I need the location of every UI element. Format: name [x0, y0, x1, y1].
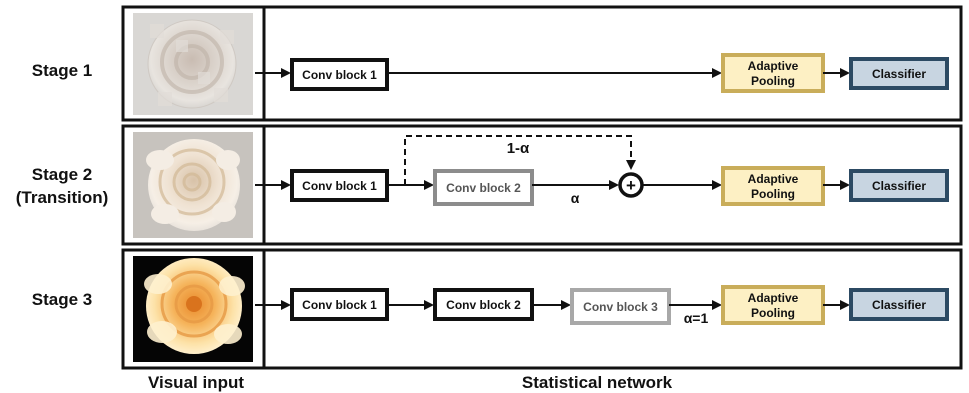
- s3-classifier-label: Classifier: [872, 298, 926, 312]
- s2-conv-block-2: Conv block 2: [433, 169, 534, 206]
- s3-adaptive-pooling-block: Adaptive Pooling: [721, 285, 825, 325]
- s3-conv-block-1-label: Conv block 1: [302, 298, 377, 312]
- s2-conv-block-1: Conv block 1: [290, 169, 389, 202]
- stage-3-panel: [121, 248, 963, 370]
- s1-conv-block-1: Conv block 1: [290, 58, 389, 91]
- s1-adaptive-pooling-block: Adaptive Pooling: [721, 53, 825, 93]
- s2-pooling-label-line-2: Pooling: [751, 187, 795, 201]
- stage-1-rose-image: [133, 13, 253, 115]
- s3-conv-block-3: Conv block 3: [570, 288, 671, 325]
- stage-1-label: Stage 1: [32, 61, 92, 80]
- sum-plus-symbol: +: [626, 176, 636, 195]
- stage-2-rose-image: [133, 132, 253, 238]
- stage-2-label: Stage 2 (Transition): [16, 165, 109, 207]
- s2-pooling-label-line-1: Adaptive: [748, 172, 799, 186]
- stage-3-label-line-1: Stage 3: [32, 290, 92, 309]
- s3-conv-block-2: Conv block 2: [433, 288, 534, 321]
- alpha-label: α: [571, 190, 580, 206]
- stage-2-label-line-1: Stage 2: [32, 165, 92, 184]
- s2-conv-block-2-label: Conv block 2: [446, 181, 521, 195]
- s1-pooling-label-line-2: Pooling: [751, 74, 795, 88]
- statistical-network-caption: Statistical network: [522, 373, 673, 392]
- stage-3-label: Stage 3: [32, 290, 92, 309]
- s3-pooling-label-line-2: Pooling: [751, 306, 795, 320]
- stage-2-panel: [121, 124, 963, 246]
- s1-conv-block-1-label: Conv block 1: [302, 68, 377, 82]
- s2-classifier-block: Classifier: [849, 169, 949, 202]
- s3-conv-block-3-label: Conv block 3: [583, 300, 658, 314]
- stage-2-label-line-2: (Transition): [16, 188, 109, 207]
- stage-3-rose-image: [133, 256, 253, 362]
- s1-pooling-label-line-1: Adaptive: [748, 59, 799, 73]
- s2-adaptive-pooling-block: Adaptive Pooling: [721, 166, 825, 206]
- s3-conv-block-2-label: Conv block 2: [446, 298, 521, 312]
- s3-pooling-label-line-1: Adaptive: [748, 291, 799, 305]
- visual-input-caption: Visual input: [148, 373, 244, 392]
- s1-classifier-label: Classifier: [872, 67, 926, 81]
- s3-classifier-block: Classifier: [849, 288, 949, 321]
- s2-conv-block-1-label: Conv block 1: [302, 179, 377, 193]
- s1-classifier-block: Classifier: [849, 57, 949, 90]
- s3-conv-block-1: Conv block 1: [290, 288, 389, 321]
- s2-classifier-label: Classifier: [872, 179, 926, 193]
- stage-1-panel: [121, 5, 963, 122]
- skip-connection-dashed-arrow: [404, 135, 636, 185]
- stage-1-label-line-1: Stage 1: [32, 61, 92, 80]
- sum-node: +: [618, 172, 644, 198]
- one-minus-alpha-label: 1-α: [507, 140, 530, 157]
- alpha-eq-1-label: α=1: [684, 310, 709, 326]
